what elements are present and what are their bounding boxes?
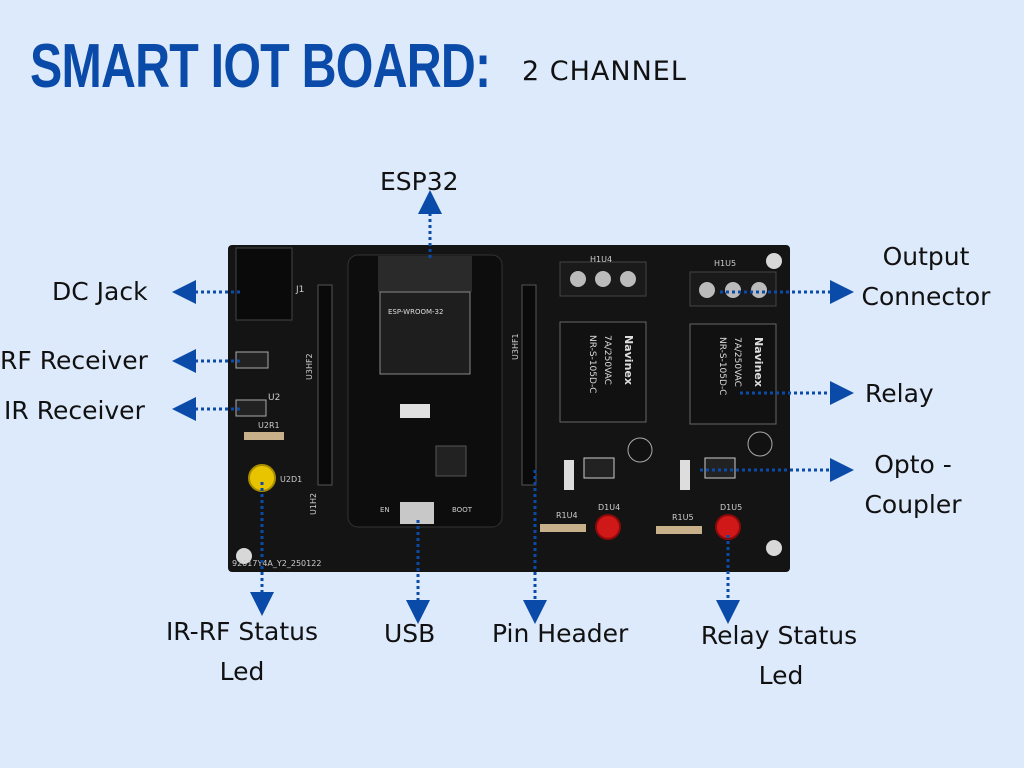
silk-d1u4: D1U4 [598,503,620,512]
esp32-antenna [378,256,472,292]
label-line: Opto - [874,450,952,479]
board-serial: 92017Y4A_Y2_250122 [232,559,321,568]
label-line: IR-RF Status [165,617,319,646]
label-usb: USB [384,619,436,648]
relay-model: NR-S-105D-C [587,335,597,393]
resistor-u2r1 [244,432,284,440]
label-line: Led [219,657,265,686]
ir-rf-status-led [248,464,276,492]
label-relay-status-led: Relay Status Led [690,616,868,696]
silk-h1u4: H1U4 [590,255,612,264]
silk-u2d1: U2D1 [280,475,302,484]
esp32-module [379,291,471,375]
label-ir-receiver: IR Receiver [4,396,145,425]
pcb-board: J1 U2 U2R1 U2D1 92017Y4A_Y2_250122 U3HF2… [228,245,790,572]
relay-rating: 7A/250VAC [732,337,742,387]
silk-d1u5: D1U5 [720,503,742,512]
silk-u2r1: U2R1 [258,421,280,430]
label-output-connector: Output Connector [856,237,996,317]
silk-en: EN [380,506,390,514]
label-line: Output [882,242,970,271]
label-pin-header: Pin Header [492,619,629,648]
label-esp32: ESP32 [380,167,459,196]
module-name: ESP-WROOM-32 [388,308,443,316]
silk-u3hf1: U3HF1 [511,333,520,360]
pin-header-right [521,284,537,486]
silk-u3hf2: U3HF2 [305,353,314,380]
silk-u1h2: U1H2 [309,493,318,515]
relay-model: NR-S-105D-C [717,337,727,395]
silk-r1u5: R1U5 [672,513,694,522]
label-ir-rf-status-led: IR-RF Status Led [148,612,336,692]
label-rf-receiver: RF Receiver [0,346,148,375]
rf-receiver [235,351,269,369]
silk-u2: U2 [268,393,280,403]
dc-jack [235,247,293,321]
label-dc-jack: DC Jack [52,277,148,306]
silk-boot: BOOT [452,506,473,514]
opto-coupler-1 [583,457,615,479]
relay-brand: Navinex [622,335,635,385]
silk-h1u5: H1U5 [714,259,736,268]
page-title: SMART IOT BOARD: [30,32,491,101]
label-line: Relay Status [700,621,858,650]
relay-2: Navinex 7A/250VAC NR-S-105D-C [689,323,777,425]
relay-1: Navinex 7A/250VAC NR-S-105D-C [559,321,647,423]
silk-j1: J1 [295,285,304,295]
page-subtitle: 2 CHANNEL [522,56,687,87]
silk-r1u4: R1U4 [556,511,578,520]
label-line: Led [758,661,804,690]
relay-status-led-1 [595,514,621,540]
label-line: Connector [861,282,991,311]
relay-status-led-2 [715,514,741,540]
usb-port [400,502,434,524]
label-line: Coupler [864,490,962,519]
callout-arrows [172,190,854,624]
label-relay: Relay [865,379,934,408]
relay-rating: 7A/250VAC [602,335,612,385]
ir-receiver [235,399,267,417]
relay-brand: Navinex [752,337,765,387]
pin-header-left [317,284,333,486]
opto-coupler-2 [704,457,736,479]
label-opto-coupler: Opto - Coupler [856,445,970,525]
